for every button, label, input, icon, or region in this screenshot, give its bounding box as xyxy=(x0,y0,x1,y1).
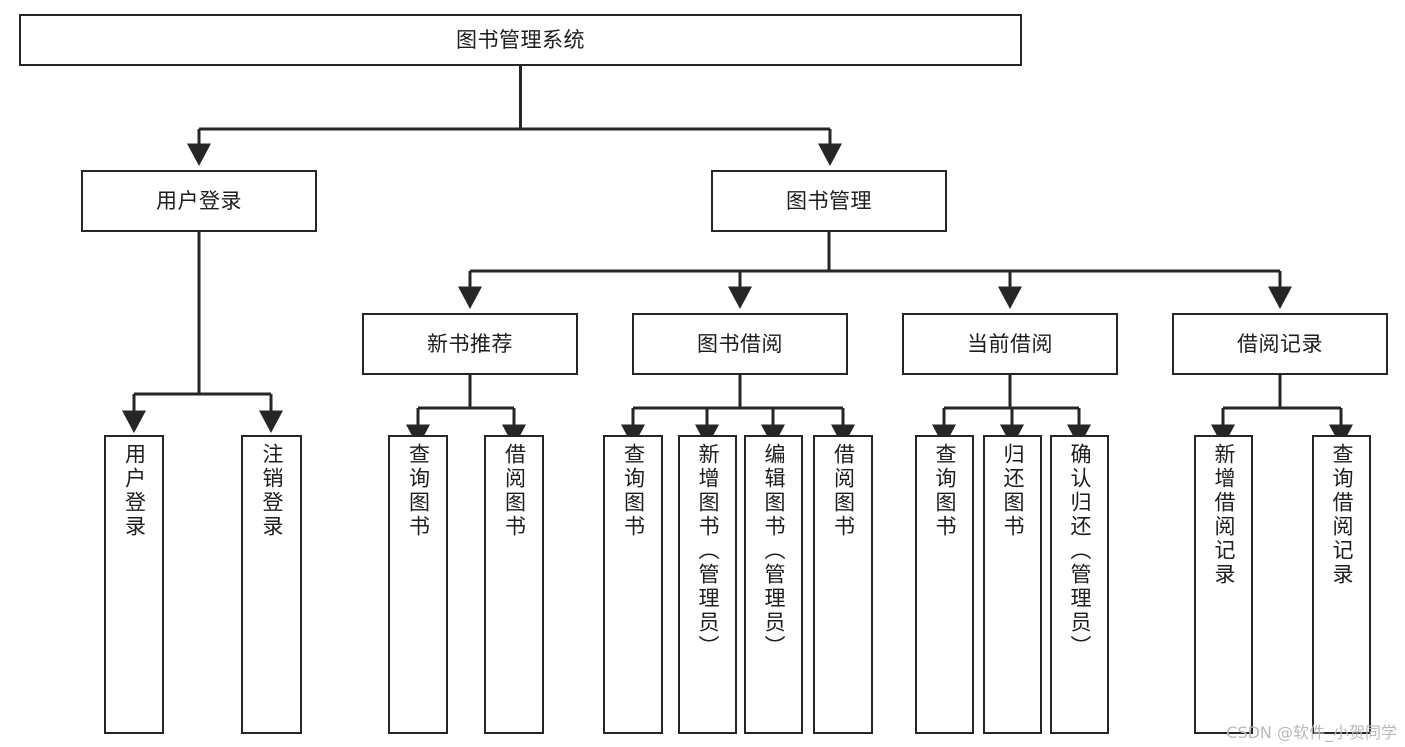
leaf-query-borrow-record[interactable]: 查询借阅记录 xyxy=(1312,435,1371,734)
node-root-system[interactable]: 图书管理系统 xyxy=(19,14,1022,66)
node-label: 查询图书 xyxy=(621,443,646,539)
node-label: 归还图书 xyxy=(1001,443,1025,539)
node-label: 注销登录 xyxy=(260,443,284,539)
node-label: 新书推荐 xyxy=(427,331,513,356)
leaf-add-book-admin[interactable]: 新增图书（管理员） xyxy=(678,435,737,734)
leaf-confirm-return-admin[interactable]: 确认归还（管理员） xyxy=(1050,435,1109,734)
node-label: 图书管理系统 xyxy=(456,27,585,52)
leaf-borrow-books-borrowing[interactable]: 借阅图书 xyxy=(813,435,873,734)
leaf-query-books-current[interactable]: 查询图书 xyxy=(915,435,974,734)
node-label: 查询借阅记录 xyxy=(1330,443,1354,587)
leaf-edit-book-admin[interactable]: 编辑图书（管理员） xyxy=(744,435,803,734)
node-label: 查询图书 xyxy=(406,443,431,539)
leaf-return-books[interactable]: 归还图书 xyxy=(983,435,1042,734)
node-book-borrowing[interactable]: 图书借阅 xyxy=(632,313,848,375)
leaf-query-books-borrowing[interactable]: 查询图书 xyxy=(603,435,663,734)
node-label: 查询图书 xyxy=(933,443,957,539)
node-user-login[interactable]: 用户登录 xyxy=(81,170,317,232)
node-label: 借阅图书 xyxy=(831,443,856,539)
node-label: 用户登录 xyxy=(156,188,242,213)
leaf-add-borrow-record[interactable]: 新增借阅记录 xyxy=(1194,435,1253,734)
leaf-borrow-books-recommend[interactable]: 借阅图书 xyxy=(484,435,544,734)
node-new-book-recommendation[interactable]: 新书推荐 xyxy=(362,313,578,375)
node-current-borrowing[interactable]: 当前借阅 xyxy=(902,313,1118,375)
leaf-query-books-recommend[interactable]: 查询图书 xyxy=(388,435,448,734)
node-label: 当前借阅 xyxy=(967,331,1053,356)
node-label: 借阅图书 xyxy=(502,443,527,539)
node-borrow-records[interactable]: 借阅记录 xyxy=(1172,313,1388,375)
node-label: 用户登录 xyxy=(122,443,147,539)
node-label: 图书管理 xyxy=(786,188,872,213)
node-label: 新增借阅记录 xyxy=(1212,443,1236,587)
node-label: 确认归还（管理员） xyxy=(1068,443,1092,659)
leaf-user-login[interactable]: 用户登录 xyxy=(104,435,164,734)
node-book-management[interactable]: 图书管理 xyxy=(711,170,947,232)
node-label: 借阅记录 xyxy=(1237,331,1323,356)
node-label: 图书借阅 xyxy=(697,331,783,356)
node-label: 编辑图书（管理员） xyxy=(762,443,786,659)
watermark-text: CSDN @软件_小贺同学 xyxy=(1226,723,1397,742)
node-label: 新增图书（管理员） xyxy=(696,443,720,659)
leaf-logout[interactable]: 注销登录 xyxy=(241,435,302,734)
